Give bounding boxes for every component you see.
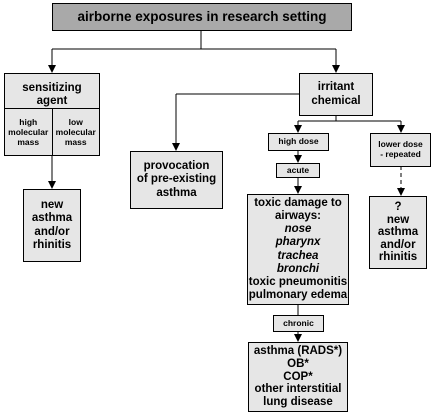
low-molecular-mass-cell: low molecular mass: [55, 116, 96, 148]
title-text: airborne exposures in research setting: [77, 9, 327, 25]
site-trachea: trachea: [277, 249, 319, 262]
title-box: airborne exposures in research setting: [52, 3, 352, 31]
site-pharynx: pharynx: [275, 236, 321, 249]
chronic-box: chronic: [273, 315, 324, 332]
provocation-box: provocation of pre-existing asthma: [130, 151, 223, 209]
new-asthma-right-box: ? new asthma and/or rhinitis: [369, 196, 427, 269]
sensitizing-agent-box: sensitizing agent high molecular mass lo…: [4, 73, 100, 156]
molecular-mass-split: high molecular mass low molecular mass: [5, 108, 99, 155]
site-nose: nose: [284, 223, 312, 236]
toxic-damage-box: toxic damage to airways: nose pharynx tr…: [247, 194, 349, 305]
site-bronchi: bronchi: [276, 262, 320, 275]
sensitizing-label: sensitizing agent: [22, 82, 82, 108]
high-molecular-mass-cell: high molecular mass: [5, 109, 53, 155]
new-asthma-left-box: new asthma and/or rhinitis: [23, 189, 81, 262]
chronic-outcomes-box: asthma (RADS*) OB* COP* other interstiti…: [248, 342, 348, 412]
irritant-chemical-box: irritant chemical: [299, 73, 373, 116]
lower-dose-box: lower dose - repeated: [370, 133, 431, 167]
acute-box: acute: [276, 163, 320, 178]
high-dose-box: high dose: [268, 133, 329, 151]
